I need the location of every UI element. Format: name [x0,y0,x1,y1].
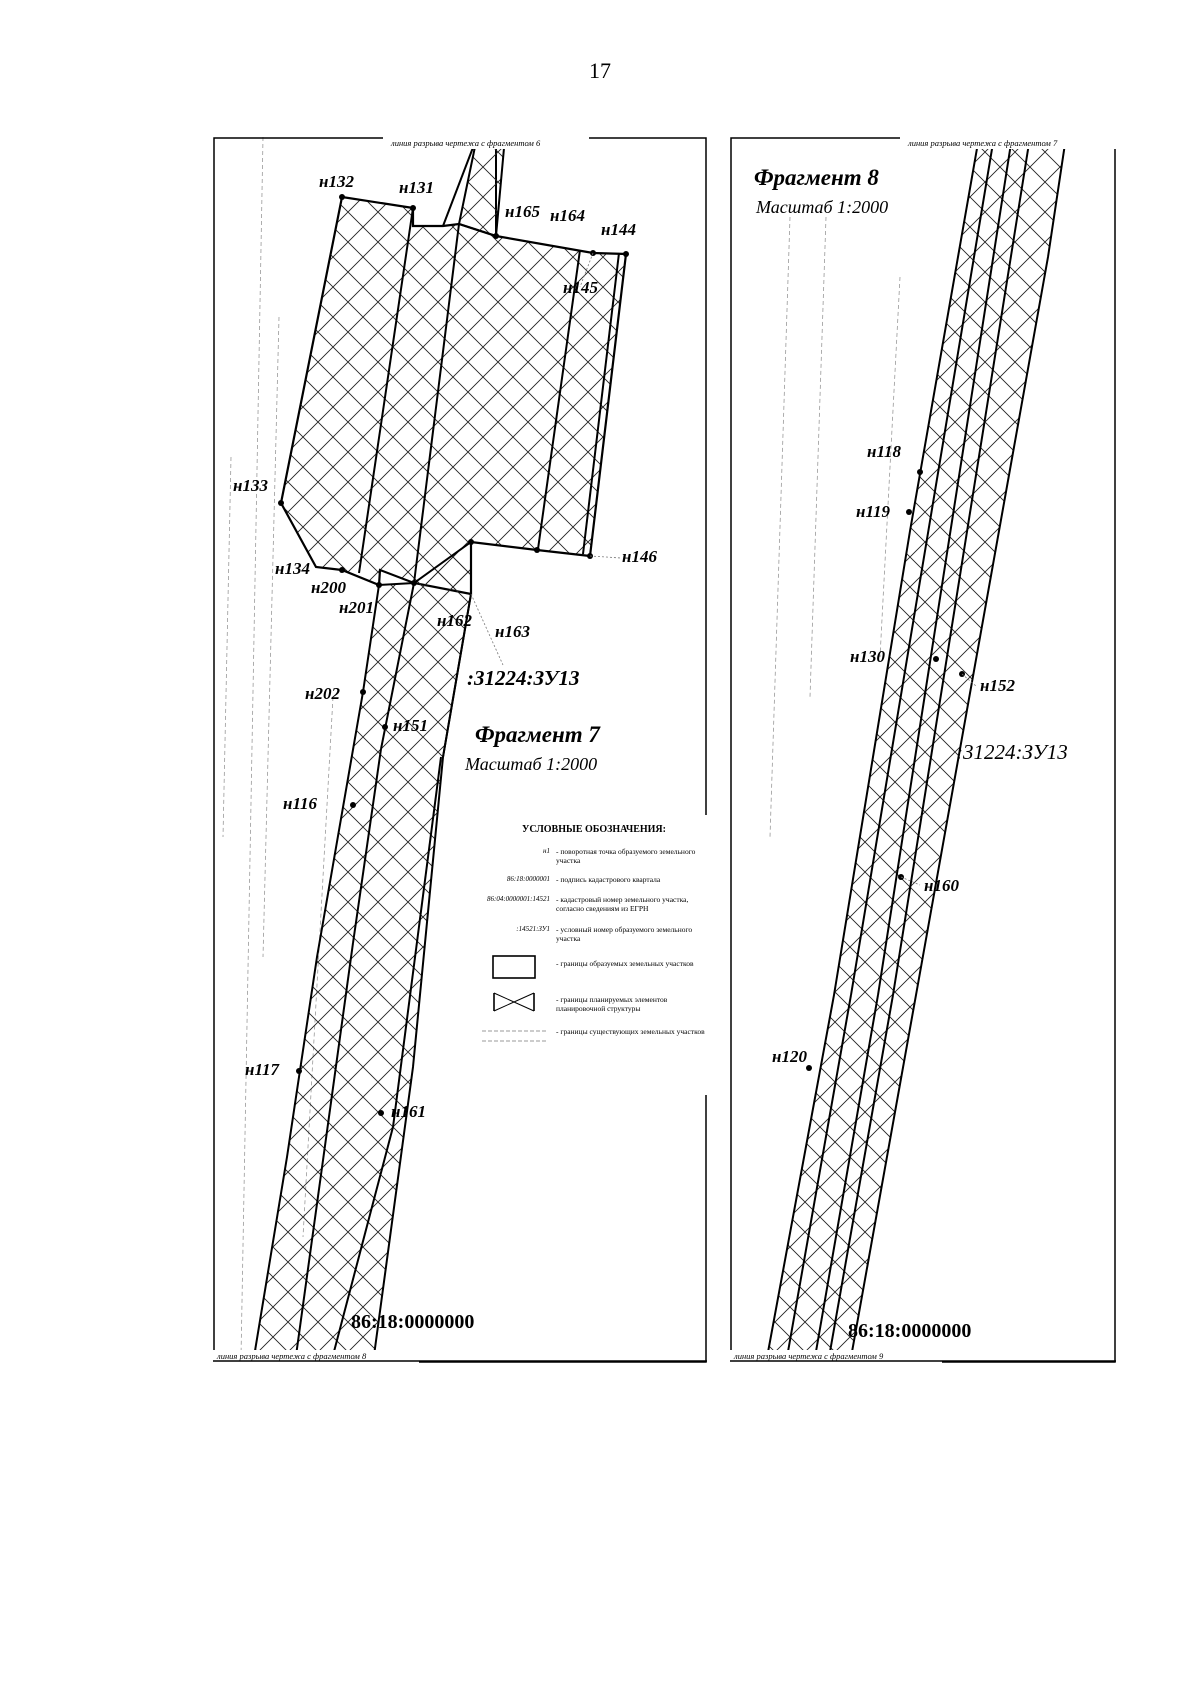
legend-text: - кадастровый номер земельного участка, … [556,895,689,913]
point-label: н131 [399,178,434,197]
legend-text: - подпись кадастрового квартала [556,875,661,884]
planning-boundary-symbol [493,992,535,1012]
point-label: н130 [850,647,885,666]
bottom-break-label: линия разрыва чертежа с фрагментом 9 [733,1351,884,1361]
point-label: н162 [437,611,472,630]
point-label: н160 [924,876,959,895]
point-label: н201 [339,598,374,617]
map-legend: УСЛОВНЫЕ ОБОЗНАЧЕНИЯ: н1 - поворотная то… [478,815,710,1095]
legend-symbol: 86:18:0000001 [506,875,550,883]
legend-text: - условный номер образуемого земельного … [556,925,693,943]
point-label: н165 [505,202,540,221]
corridor-strip [764,137,1068,1363]
top-break-label: линия разрыва чертежа с фрагментом 7 [907,138,1058,148]
fragment-title: Фрагмент 7 [475,722,601,747]
fragment-scale: Масштаб 1:2000 [464,754,597,774]
point-label: н132 [319,172,354,191]
existing-boundary-symbol [482,1030,548,1042]
top-break-label: линия разрыва чертежа с фрагментом 6 [390,138,541,148]
legend-text: - границы планируемых элементов планиров… [556,995,668,1013]
fragment-scale: Масштаб 1:2000 [755,197,888,217]
point-label: н161 [391,1102,426,1121]
point-label: н117 [245,1060,281,1079]
point-label: н164 [550,206,585,225]
point-label: н119 [856,502,891,521]
legend-symbol: н1 [543,847,550,855]
turning-points [278,194,629,1116]
block-interior-lines [358,137,620,584]
point-label: н202 [305,684,340,703]
existing-boundaries [769,216,901,838]
corridor-strip [251,540,472,1363]
parcel-label: :31224:ЗУ13 [467,666,580,690]
point-label: н144 [601,220,636,239]
legend-symbol: :14521:ЗУ1 [516,925,550,933]
quarter-label: 86:18:0000000 [351,1311,474,1333]
bottom-break-label: линия разрыва чертежа с фрагментом 8 [216,1351,367,1361]
point-label: н116 [283,794,318,813]
fragment-title: Фрагмент 8 [754,165,879,190]
fragment-8-map: Фрагмент 8 Масштаб 1:2000 н118 н119 н130… [730,137,1116,1363]
parcel-label: :31224:ЗУ13 [956,740,1068,764]
parcel-block [279,195,628,596]
point-label: н151 [393,716,428,735]
legend-title: УСЛОВНЫЕ ОБОЗНАЧЕНИЯ: [522,824,666,835]
quarter-label: 86:18:0000000 [848,1320,971,1342]
point-label: н118 [867,442,902,461]
page-number: 17 [589,58,611,83]
legend-text: - границы образуемых земельных участков [556,959,694,968]
point-label: н134 [275,559,310,578]
point-label: н163 [495,622,530,641]
point-label: н200 [311,578,346,597]
point-label: н120 [772,1047,807,1066]
point-label: н152 [980,676,1015,695]
fragment-7-map: н132 н131 н165 н164 н144 н145 н133 н146 … [213,137,707,1363]
point-label: н146 [622,547,657,566]
point-label: н145 [563,278,598,297]
top-strip [457,137,507,238]
legend-symbol: 86:04:0000001:14521 [487,895,550,903]
point-label: н133 [233,476,268,495]
legend-text: - границы существующих земельных участко… [556,1027,705,1036]
parcel-boundary-symbol [492,955,536,979]
legend-text: - поворотная точка образуемого земельног… [556,847,696,865]
